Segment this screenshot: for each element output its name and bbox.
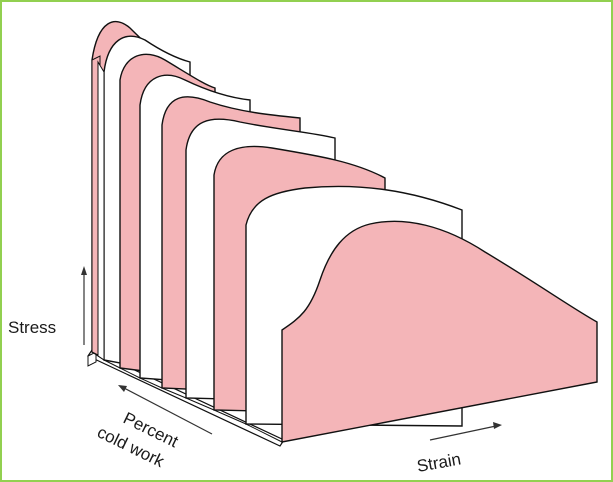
- specimen-curves: [91, 20, 598, 443]
- strain-arrow: [429, 422, 502, 441]
- stress-arrow: [81, 266, 87, 345]
- cold-work-arrow: [118, 385, 213, 435]
- stress-label: Stress: [8, 318, 56, 337]
- slab-base-edges: [91, 351, 283, 443]
- curve-slab-9: [281, 220, 598, 443]
- strain-label: Strain: [415, 450, 462, 476]
